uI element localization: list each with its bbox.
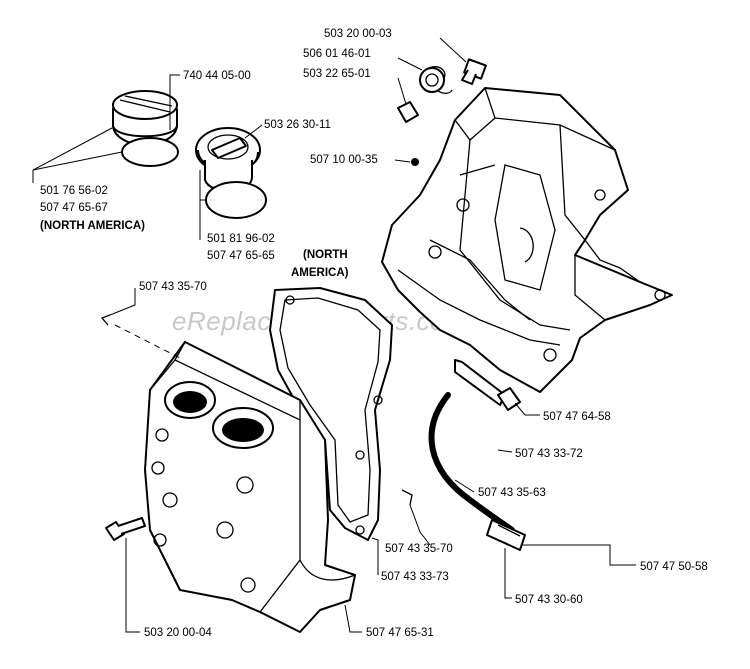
callout-pickup: 507 43 30-60 <box>515 594 583 606</box>
callout-filter: 507 47 50-58 <box>640 561 708 573</box>
callout-screw-bottom: 503 20 00-04 <box>144 627 212 639</box>
callout-spring-2: 503 22 65-01 <box>303 68 371 80</box>
fuel-tank <box>144 341 356 633</box>
callout-bolt-right: 507 47 64-58 <box>543 411 611 423</box>
callout-labels: 503 20 00-03 506 01 46-01 503 22 65-01 7… <box>40 28 708 639</box>
callout-hose: 507 43 33-72 <box>515 448 583 460</box>
callout-spring-1: 506 01 46-01 <box>303 48 371 60</box>
callout-hose-clip: 507 43 35-63 <box>478 487 546 499</box>
gasket <box>269 287 393 541</box>
callout-cap-gasket-note: (NORTH AMERICA) <box>40 220 145 232</box>
crankcase-housing <box>381 87 673 393</box>
callout-fuel-cap-gasket-2: 507 47 65-65 <box>207 250 275 262</box>
callout-plug: 507 10 00-35 <box>310 154 378 166</box>
callout-clip-top: 507 43 35-70 <box>139 281 207 293</box>
fuel-cap <box>195 127 267 219</box>
callout-gasket: 507 43 33-73 <box>381 571 449 583</box>
callout-cap-gasket-1: 501 76 56-02 <box>40 185 108 197</box>
clip-top <box>100 314 111 326</box>
callout-cap-gasket-2: 507 47 65-67 <box>40 202 108 214</box>
fuel-hose <box>428 392 526 551</box>
callout-gasket-note-1: (NORTH <box>303 249 348 261</box>
callout-clip-bottom: 507 43 35-70 <box>385 543 453 555</box>
callout-gasket-note-2: AMERICA) <box>291 267 349 279</box>
bottom-screw <box>105 517 146 541</box>
clip-bottom <box>401 489 413 506</box>
callout-tank: 507 47 65-31 <box>366 627 434 639</box>
callout-screw-top: 503 20 00-03 <box>324 28 392 40</box>
callout-oil-cap: 740 44 05-00 <box>183 70 251 82</box>
callout-fuel-cap-gasket-1: 501 81 96-02 <box>207 233 275 245</box>
leader-lines <box>32 37 636 633</box>
oil-cap <box>112 90 179 167</box>
right-bolt <box>454 359 521 411</box>
callout-fuel-cap: 503 26 30-11 <box>264 119 331 131</box>
